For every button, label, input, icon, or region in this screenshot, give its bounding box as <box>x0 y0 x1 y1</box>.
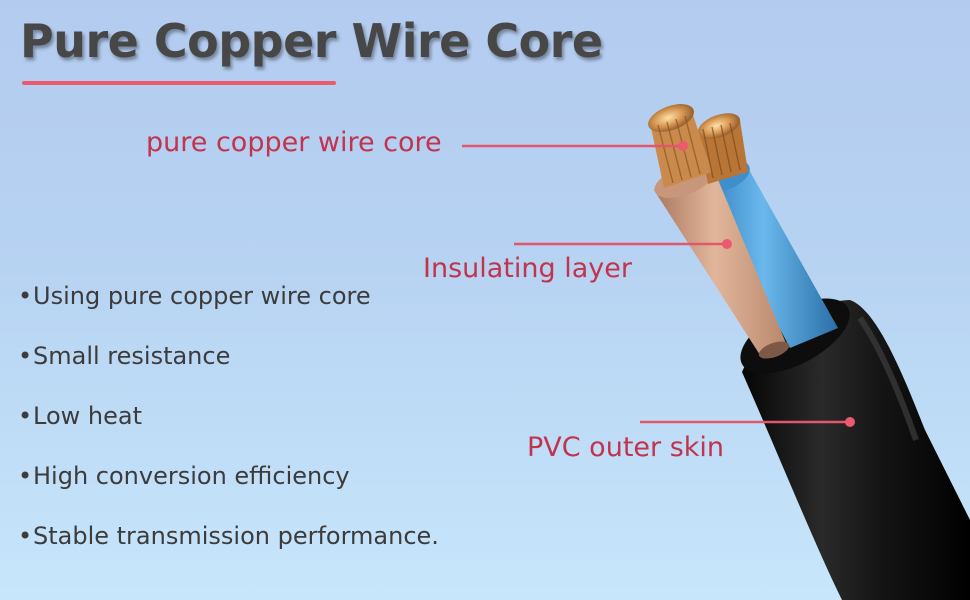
bullet-icon: • <box>18 462 33 490</box>
copper-strands <box>648 104 748 188</box>
feature-text: Small resistance <box>33 342 231 370</box>
feature-item: • Stable transmission performance. <box>18 522 439 582</box>
callout-leader-outer <box>640 417 855 427</box>
bullet-icon: • <box>18 282 33 310</box>
feature-text: Using pure copper wire core <box>33 282 371 310</box>
callout-label-insulation: Insulating layer <box>423 253 632 284</box>
bullet-icon: • <box>18 522 33 550</box>
feature-item: • High conversion efficiency <box>18 462 439 522</box>
feature-text: Stable transmission performance. <box>33 522 439 550</box>
callout-label-outer: PVC outer skin <box>527 432 725 463</box>
feature-text: Low heat <box>33 402 142 430</box>
feature-item: • Using pure copper wire core <box>18 282 439 342</box>
callout-leader-core <box>462 141 688 151</box>
bullet-icon: • <box>18 402 33 430</box>
callout-label-core: pure copper wire core <box>146 127 442 158</box>
page-title: Pure Copper Wire Core <box>20 14 603 68</box>
feature-list: • Using pure copper wire core • Small re… <box>18 282 439 582</box>
feature-item: • Small resistance <box>18 342 439 402</box>
bullet-icon: • <box>18 342 33 370</box>
callout-leader-insulation <box>514 239 732 249</box>
feature-item: • Low heat <box>18 402 439 462</box>
title-underline <box>22 81 336 85</box>
feature-text: High conversion efficiency <box>33 462 350 490</box>
